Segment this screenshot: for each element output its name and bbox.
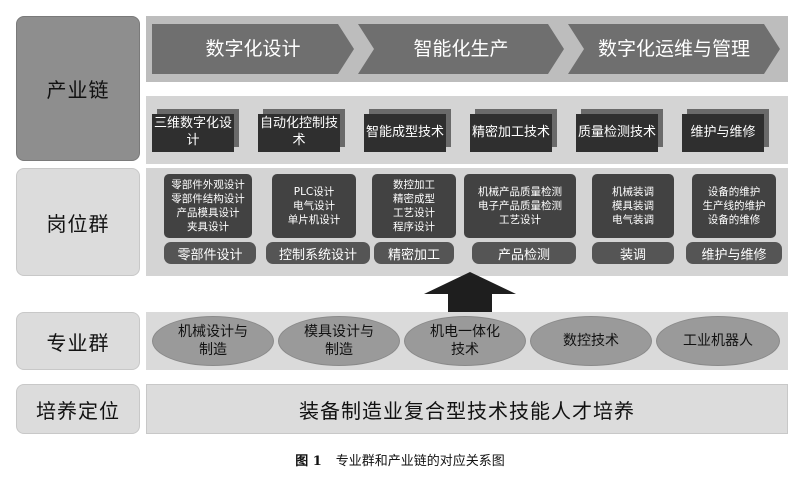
job-card: 数控加工精密成型工艺设计程序设计 — [372, 174, 456, 238]
row-label-job-group: 岗位群 — [16, 168, 140, 276]
training-goal-bar: 装备制造业复合型技术技能人才培养 — [146, 384, 788, 434]
tech-box: 智能成型技术 — [364, 114, 446, 152]
job-card: 机械产品质量检测电子产品质量检测工艺设计 — [464, 174, 576, 238]
figure-number: 图 1 — [295, 454, 322, 469]
chain-stage-band: 数字化设计 智能化生产 数字化运维与管理 — [146, 16, 788, 82]
job-name-pill: 精密加工 — [374, 242, 454, 264]
tech-box-band: 三维数字化设计 自动化控制技术 智能成型技术 精密加工技术 质量检测技术 维护与… — [146, 96, 788, 164]
job-group-band: 零部件外观设计零部件结构设计产品模具设计夹具设计 零部件设计 PLC设计电气设计… — [146, 168, 788, 276]
chain-stage-production: 智能化生产 — [358, 24, 564, 74]
major-ellipse: 机电一体化技术 — [404, 316, 526, 366]
row-label-major-group: 专业群 — [16, 312, 140, 370]
job-card: PLC设计电气设计单片机设计 — [272, 174, 356, 238]
up-arrow-icon — [424, 272, 516, 318]
job-name-pill: 控制系统设计 — [266, 242, 370, 264]
chain-stage-design: 数字化设计 — [152, 24, 354, 74]
job-card: 零部件外观设计零部件结构设计产品模具设计夹具设计 — [164, 174, 252, 238]
job-card: 机械装调模具装调电气装调 — [592, 174, 674, 238]
job-card: 设备的维护生产线的维护设备的维修 — [692, 174, 776, 238]
row-label-training-goal: 培养定位 — [16, 384, 140, 434]
job-name-pill: 零部件设计 — [164, 242, 256, 264]
row-label-industry-chain: 产业链 — [16, 16, 140, 161]
job-name-pill: 维护与维修 — [686, 242, 782, 264]
tech-box: 精密加工技术 — [470, 114, 552, 152]
job-name-pill: 产品检测 — [472, 242, 576, 264]
tech-box: 自动化控制技术 — [258, 114, 340, 152]
chain-stage-operation: 数字化运维与管理 — [568, 24, 780, 74]
figure-caption: 图 1 专业群和产业链的对应关系图 — [0, 450, 800, 469]
tech-box: 三维数字化设计 — [152, 114, 234, 152]
major-group-band: 机械设计与制造 模具设计与制造 机电一体化技术 数控技术 工业机器人 — [146, 312, 788, 370]
job-name-pill: 装调 — [592, 242, 674, 264]
figure-title: 专业群和产业链的对应关系图 — [335, 454, 505, 469]
tech-box: 维护与维修 — [682, 114, 764, 152]
major-ellipse: 机械设计与制造 — [152, 316, 274, 366]
major-ellipse: 模具设计与制造 — [278, 316, 400, 366]
tech-box: 质量检测技术 — [576, 114, 658, 152]
major-ellipse: 工业机器人 — [656, 316, 780, 366]
major-ellipse: 数控技术 — [530, 316, 652, 366]
